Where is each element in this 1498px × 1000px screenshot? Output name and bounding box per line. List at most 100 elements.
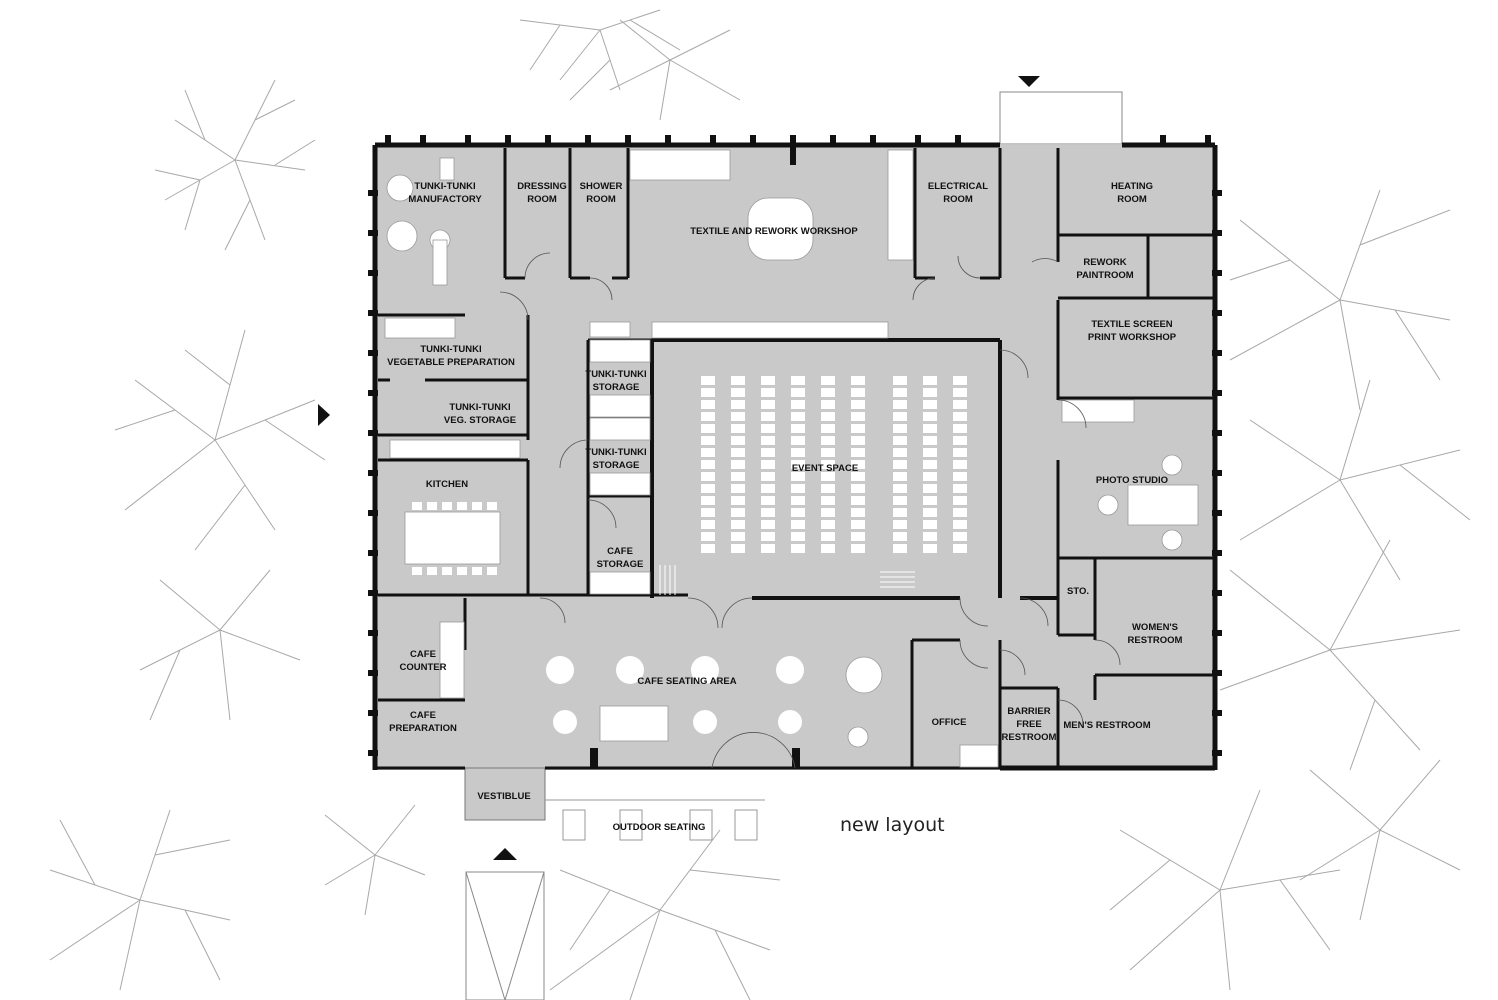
event-chair	[731, 472, 745, 481]
event-chair	[953, 412, 967, 421]
kitchen-chair	[412, 567, 422, 575]
event-chair	[953, 484, 967, 493]
event-chair	[893, 448, 907, 457]
event-chair	[791, 472, 805, 481]
event-chairs	[701, 376, 967, 553]
event-chair	[821, 544, 835, 553]
tree-icon	[114, 329, 326, 551]
tree-icon	[519, 9, 681, 101]
event-chair	[893, 460, 907, 469]
label-outdoor-seating: OUTDOOR SEATING	[612, 822, 706, 833]
kitchen-chair	[457, 567, 467, 575]
tree-icon	[1239, 379, 1471, 581]
event-chair	[701, 460, 715, 469]
rear-entrance-arrow-icon	[1018, 76, 1040, 87]
event-chair	[893, 412, 907, 421]
event-chair	[761, 508, 775, 517]
event-chair	[761, 436, 775, 445]
event-chair	[851, 532, 865, 541]
event-chair	[923, 376, 937, 385]
event-chair	[791, 520, 805, 529]
event-chair	[893, 496, 907, 505]
event-chair	[851, 448, 865, 457]
event-chair	[791, 484, 805, 493]
event-chair	[701, 508, 715, 517]
trees	[49, 9, 1471, 1000]
tree-icon	[1299, 759, 1461, 921]
event-chair	[851, 544, 865, 553]
tree-icon	[324, 804, 426, 916]
interior-walls	[378, 148, 1215, 768]
event-chair	[923, 412, 937, 421]
event-chair	[791, 412, 805, 421]
label-sto: STO.	[1067, 586, 1089, 597]
event-chair	[851, 484, 865, 493]
event-chair	[761, 472, 775, 481]
event-chair	[893, 436, 907, 445]
event-chair	[761, 460, 775, 469]
kitchen-chair	[412, 502, 422, 510]
event-chair	[821, 460, 835, 469]
event-chair	[791, 448, 805, 457]
kitchen-chairs	[412, 502, 497, 575]
event-chair	[893, 424, 907, 433]
event-chair	[953, 400, 967, 409]
event-chair	[953, 448, 967, 457]
event-chair	[923, 544, 937, 553]
furniture	[384, 149, 1199, 768]
event-chair	[923, 460, 937, 469]
event-chair	[701, 484, 715, 493]
kitchen-chair	[472, 567, 482, 575]
event-chair	[731, 388, 745, 397]
tree-icon	[1109, 789, 1341, 991]
event-chair	[851, 436, 865, 445]
entrance-path	[465, 871, 545, 1000]
event-chair	[791, 496, 805, 505]
event-chair	[851, 424, 865, 433]
event-chair	[701, 544, 715, 553]
side-entrance-arrow-icon	[318, 404, 330, 426]
outdoor-seating-furniture	[545, 799, 765, 841]
door-swings	[499, 252, 1121, 769]
event-chair	[893, 400, 907, 409]
event-chair	[791, 460, 805, 469]
event-chair	[923, 496, 937, 505]
event-chair	[791, 436, 805, 445]
event-chair	[731, 376, 745, 385]
event-chair	[731, 424, 745, 433]
event-chair	[893, 484, 907, 493]
kitchen-chair	[442, 502, 452, 510]
label-photo-studio: PHOTO STUDIO	[1095, 475, 1169, 486]
event-chair	[953, 460, 967, 469]
tree-icon	[154, 79, 316, 251]
stairs	[659, 565, 915, 595]
event-chair	[821, 472, 835, 481]
event-chair	[851, 520, 865, 529]
kitchen-chair	[442, 567, 452, 575]
event-chair	[731, 400, 745, 409]
event-chair	[851, 376, 865, 385]
event-chair	[851, 412, 865, 421]
event-chair	[731, 448, 745, 457]
event-chair	[953, 472, 967, 481]
event-chair	[701, 532, 715, 541]
event-chair	[761, 544, 775, 553]
event-chair	[701, 496, 715, 505]
label-vestibule: VESTIBLUE	[477, 791, 531, 802]
event-chair	[923, 508, 937, 517]
event-chair	[953, 496, 967, 505]
event-chair	[761, 412, 775, 421]
event-chair	[923, 520, 937, 529]
event-chair	[821, 436, 835, 445]
event-chair	[923, 484, 937, 493]
event-chair	[821, 376, 835, 385]
event-chair	[893, 376, 907, 385]
event-chair	[821, 388, 835, 397]
event-chair	[701, 388, 715, 397]
main-entrance-arrow-icon	[493, 848, 517, 860]
event-chair	[851, 400, 865, 409]
event-chair	[731, 520, 745, 529]
